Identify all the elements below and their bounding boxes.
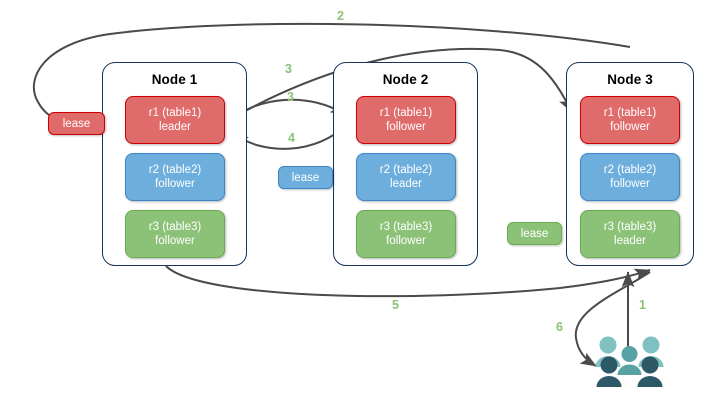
replica-name: r1 (table1) [603, 107, 657, 119]
step-label-1: 1 [639, 298, 646, 312]
replica-node2-r2[interactable]: r2 (table2) leader [356, 153, 456, 201]
replica-node1-r3[interactable]: r3 (table3) follower [125, 210, 225, 258]
replica-name: r1 (table1) [148, 107, 202, 119]
step-label-5: 5 [392, 298, 399, 312]
replica-name: r3 (table3) [603, 221, 657, 233]
lease-chip-r1[interactable]: lease [48, 112, 105, 135]
step-label-3a: 3 [285, 62, 292, 76]
node-container-node3[interactable]: Node 3 r1 (table1) follower r2 (table2) … [566, 62, 694, 266]
step-label-2: 2 [337, 9, 344, 23]
step-label-3b: 3 [287, 90, 294, 104]
lease-label: lease [62, 117, 91, 130]
lease-chip-r3[interactable]: lease [507, 222, 562, 245]
lease-chip-r2[interactable]: lease [278, 166, 333, 189]
replica-role: follower [386, 235, 426, 247]
replica-node1-r2[interactable]: r2 (table2) follower [125, 153, 225, 201]
replica-role: follower [155, 235, 195, 247]
replica-role: follower [155, 178, 195, 190]
replica-name: r1 (table1) [379, 107, 433, 119]
step-label-4: 4 [288, 131, 295, 145]
replica-node3-r3[interactable]: r3 (table3) leader [580, 210, 680, 258]
replica-role: follower [386, 121, 426, 133]
replica-role: leader [159, 121, 191, 133]
replica-node3-r2[interactable]: r2 (table2) follower [580, 153, 680, 201]
replica-name: r2 (table2) [379, 164, 433, 176]
node-container-node1[interactable]: Node 1 r1 (table1) leader r2 (table2) fo… [102, 62, 247, 266]
replica-node1-r1[interactable]: r1 (table1) leader [125, 96, 225, 144]
edge-step-5 [165, 265, 651, 298]
step-label-6: 6 [556, 320, 563, 334]
node-title: Node 3 [607, 72, 653, 87]
node-title: Node 1 [151, 72, 198, 87]
replica-name: r2 (table2) [148, 164, 202, 176]
replica-node3-r1[interactable]: r1 (table1) follower [580, 96, 680, 144]
lease-label: lease [291, 171, 320, 184]
lease-label: lease [520, 227, 549, 240]
replica-name: r3 (table3) [148, 221, 202, 233]
replica-role: leader [614, 235, 646, 247]
replica-name: r3 (table3) [379, 221, 433, 233]
replica-role: leader [390, 178, 422, 190]
node-title: Node 2 [382, 72, 429, 87]
node-container-node2[interactable]: Node 2 r1 (table1) follower r2 (table2) … [333, 62, 478, 266]
replica-node2-r1[interactable]: r1 (table1) follower [356, 96, 456, 144]
replica-node2-r3[interactable]: r3 (table3) follower [356, 210, 456, 258]
users-icon[interactable] [592, 334, 668, 390]
replica-role: follower [610, 121, 650, 133]
replica-role: follower [610, 178, 650, 190]
replica-name: r2 (table2) [603, 164, 657, 176]
